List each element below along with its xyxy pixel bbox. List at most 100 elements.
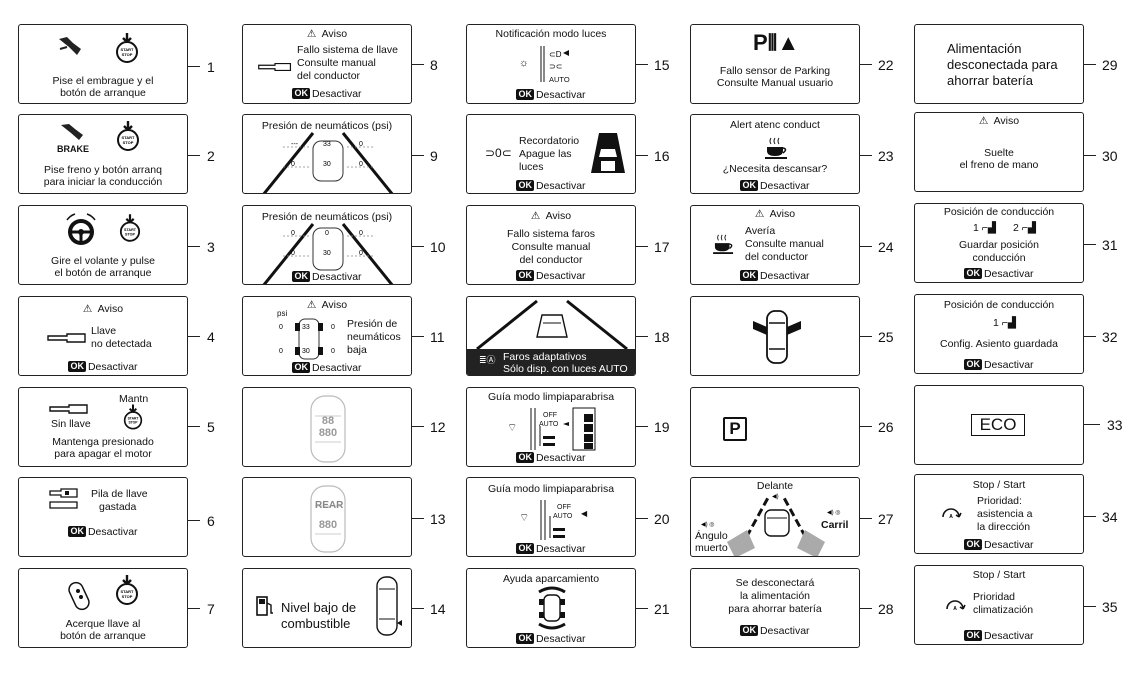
svg-text:0: 0 <box>325 230 329 237</box>
svg-text:0: 0 <box>359 141 363 148</box>
deactivate-label: Desactivar <box>311 271 362 283</box>
panel-10-title: Presión de neumáticos (psi) <box>261 211 393 223</box>
warning-label: Aviso <box>545 210 572 222</box>
door-open-car-icon <box>753 310 801 364</box>
panel-8-line-1: Fallo sistema de llave <box>297 44 398 56</box>
panel-33: ECO <box>914 385 1084 465</box>
svg-text:A: A <box>953 606 957 612</box>
deactivate-label: Desactivar <box>535 270 586 282</box>
deactivate-label: Desactivar <box>535 633 586 645</box>
svg-text:30: 30 <box>302 348 310 355</box>
svg-text:START: START <box>128 417 139 421</box>
panel-22-number: 22 <box>878 57 894 73</box>
panel-17-line-1: Fallo sistema faros <box>506 228 596 240</box>
adaptive-headlight-icon: ≣Ⓐ <box>479 355 496 365</box>
panel-8-line-2: Consulte manual <box>297 57 376 69</box>
svg-text:0: 0 <box>359 250 363 257</box>
panel-24: ⚠ Aviso Avería Consulte manual del condu… <box>690 205 860 285</box>
deactivate-label: Desactivar <box>983 268 1034 280</box>
blind-spot-lane-diagram: ◀) ◀) ◎ ◀) ◎ <box>701 494 841 556</box>
panel-5: Sin llave Mantn START STOP Mantenga pres… <box>18 387 188 467</box>
svg-text:0: 0 <box>359 230 363 237</box>
start-stop-button-icon: START STOP <box>116 33 138 63</box>
svg-text:STOP: STOP <box>125 232 135 236</box>
panel-18-line-1: Faros adaptativos <box>503 351 587 363</box>
panel-26: P <box>690 387 860 467</box>
svg-text:33: 33 <box>323 141 331 148</box>
ok-badge: OK <box>964 359 982 370</box>
panel-29-line-2: desconectada para <box>947 57 1058 72</box>
parking-aid-car-icon <box>538 586 566 630</box>
no-key-label: Sin llave <box>51 418 91 430</box>
panel-6-line-2: gastada <box>99 501 137 513</box>
ok-badge: OK <box>292 88 310 99</box>
panel-5-line-2: para apagar el motor <box>54 448 152 460</box>
panel-29: Alimentación desconectada para ahorrar b… <box>914 24 1084 104</box>
panel-34: Stop / Start A Prioridad: asistencia a l… <box>914 474 1084 554</box>
svg-text:STOP: STOP <box>123 140 134 145</box>
deactivate-label: Desactivar <box>311 88 362 100</box>
wiper-mode-scale <box>540 500 565 540</box>
warning-label: Aviso <box>993 115 1020 127</box>
panel-29-number: 29 <box>1102 57 1118 73</box>
panel-3-line-2: el botón de arranque <box>54 267 152 279</box>
tire-pressure-road-diagram: 0 0 0 0 30 0 <box>262 223 394 284</box>
panel-23-number: 23 <box>878 148 894 164</box>
hold-label: Mantn <box>119 393 149 405</box>
ok-badge: OK <box>740 270 758 281</box>
panel-35-number: 35 <box>1102 599 1118 615</box>
panel-24-line-1: Avería <box>745 225 776 237</box>
brake-label: BRAKE <box>57 144 90 154</box>
panel-24-number: 24 <box>878 239 894 255</box>
panel-8-line-3: del conductor <box>297 70 361 82</box>
panel-35-line-1: Prioridad <box>973 591 1016 603</box>
wiper-icon: ⌔ <box>519 512 530 524</box>
blind-spot-label-1: Ángulo <box>695 530 728 542</box>
panel-14-line-2: combustible <box>281 616 351 631</box>
svg-text:33: 33 <box>302 324 310 331</box>
svg-text:0: 0 <box>279 324 283 331</box>
panel-22-line-1: Fallo sensor de Parking <box>719 65 831 77</box>
panel-14: Nivel bajo de combustible <box>242 568 412 648</box>
panel-8: ⚠ Aviso Fallo sistema de llave Consulte … <box>242 24 412 104</box>
deactivate-label: Desactivar <box>759 270 810 282</box>
deactivate-label: Desactivar <box>759 180 810 192</box>
svg-text:START: START <box>121 135 135 140</box>
ok-badge: OK <box>516 270 534 281</box>
ok-badge: OK <box>964 539 982 550</box>
svg-text:START: START <box>120 47 134 52</box>
deactivate-label: Desactivar <box>983 630 1034 642</box>
ok-badge: OK <box>964 268 982 279</box>
seat-icon: ⌐▟ <box>981 222 996 234</box>
panel-24-line-2: Consulte manual <box>745 238 824 250</box>
panel-28-number: 28 <box>878 601 894 617</box>
ok-badge: OK <box>516 543 534 554</box>
panel-13-number: 13 <box>430 511 446 527</box>
panel-17: ⚠ Aviso Fallo sistema faros Consulte man… <box>466 205 636 285</box>
steering-wheel-icon <box>66 213 96 245</box>
car-front-headlights-icon <box>591 133 625 173</box>
panel-30: ⚠ Aviso Suelte el freno de mano <box>914 112 1084 192</box>
svg-text:STOP: STOP <box>128 421 138 425</box>
panel-11-number: 11 <box>430 329 445 345</box>
blind-spot-label-2: muerto <box>695 542 728 554</box>
deactivate-label: Desactivar <box>983 359 1034 371</box>
